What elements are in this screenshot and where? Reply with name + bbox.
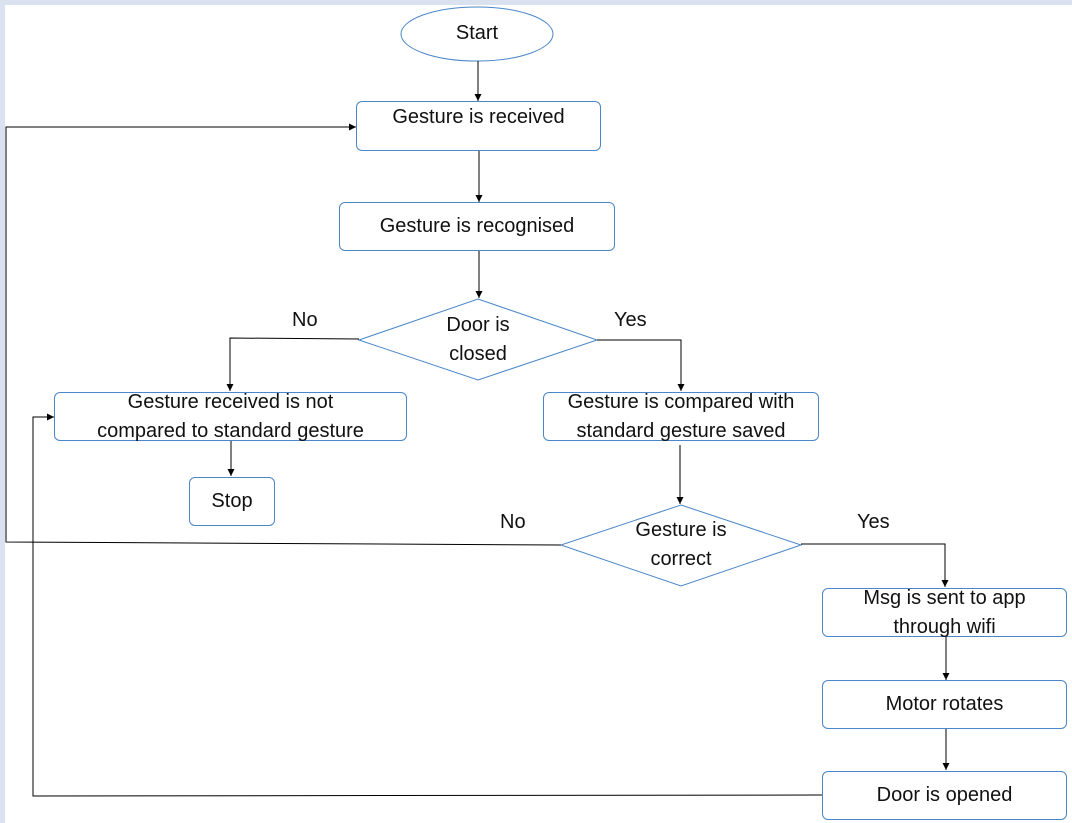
gesture-correct-diamond bbox=[559, 504, 803, 587]
start-terminal: Start bbox=[455, 22, 499, 44]
arrow-door-yes bbox=[597, 339, 685, 391]
gesture-recognised-box: Gesture is recognised bbox=[339, 202, 615, 251]
motor-rotates-box: Motor rotates bbox=[822, 680, 1067, 729]
correct-yes-label: Yes bbox=[857, 511, 890, 533]
gesture-received-box: Gesture is received bbox=[356, 101, 601, 151]
not-compared-box: Gesture received is not compared to stan… bbox=[54, 391, 407, 442]
compared-box: Gesture is compared with standard gestur… bbox=[543, 391, 819, 442]
gesture-correct-decision: Gesture is correct bbox=[635, 519, 727, 570]
door-yes-label: Yes bbox=[614, 309, 647, 331]
arrow-correct-yes bbox=[801, 543, 949, 587]
stop-box: Stop bbox=[189, 477, 275, 526]
door-closed-diamond bbox=[357, 298, 599, 381]
correct-no-label: No bbox=[500, 511, 526, 533]
arrow-door-no bbox=[226, 337, 360, 391]
start-terminal-shape bbox=[400, 6, 554, 62]
door-opened-box: Door is opened bbox=[822, 771, 1067, 820]
msg-sent-box: Msg is sent to app through wifi bbox=[822, 587, 1067, 638]
arrow-opened-loop bbox=[32, 413, 823, 797]
door-no-label: No bbox=[292, 309, 318, 331]
door-closed-decision: Door is closed bbox=[446, 314, 510, 365]
arrow-correct-no-loop bbox=[5, 123, 562, 546]
